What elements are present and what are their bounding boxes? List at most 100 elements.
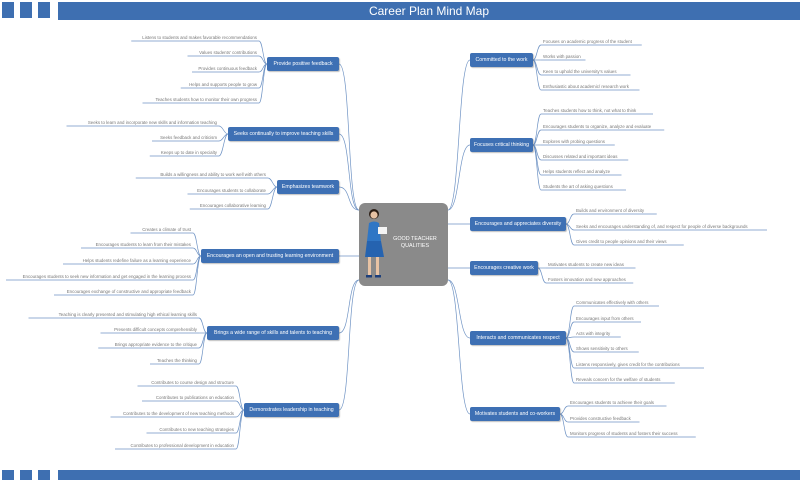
leaf-item[interactable]: Listens responsively, gives credit for t… xyxy=(576,362,680,367)
connector-line xyxy=(192,255,202,296)
bottom-bar-square xyxy=(38,470,50,480)
topic-node-right-1[interactable]: Committed to the work xyxy=(470,53,533,67)
connector-line xyxy=(338,279,360,411)
leaf-item[interactable]: Encourages students to organize, analyze… xyxy=(543,124,652,129)
connector-line xyxy=(532,144,542,191)
leaf-item[interactable]: Encourages exchange of constructive and … xyxy=(66,289,191,294)
title-bar-square xyxy=(2,2,14,18)
topic-node-left-6[interactable]: Demonstrates leadership in teaching xyxy=(244,403,339,417)
leaf-item[interactable]: Listens to students and makes favorable … xyxy=(142,35,257,40)
title-bar-square xyxy=(20,2,32,18)
connector-line xyxy=(565,223,575,246)
connector-line xyxy=(559,405,569,415)
leaf-item[interactable]: Monitors progress of students and foster… xyxy=(570,431,678,436)
leaf-item[interactable]: Encourages collaborative learning xyxy=(199,203,266,208)
title-bar-square xyxy=(38,2,50,18)
leaf-item[interactable]: Contributes to professional development … xyxy=(130,443,235,448)
connector-line xyxy=(267,186,278,210)
leaf-item[interactable]: Shows sensitivity to others xyxy=(576,346,628,351)
leaf-item[interactable]: Helps and supports people to grow xyxy=(189,82,257,87)
connector-line xyxy=(198,332,208,365)
leaf-item[interactable]: Encourages input from others xyxy=(576,316,634,321)
leaf-item[interactable]: Teaches the thinking xyxy=(156,358,197,363)
leaf-item[interactable]: Contributes to the development of new te… xyxy=(122,411,234,416)
leaf-item[interactable]: Motivates students to create new ideas xyxy=(548,262,624,267)
leaf-item[interactable]: Enthusiastic about academic/ research wo… xyxy=(543,84,629,89)
topic-node-left-5[interactable]: Brings a wide range of skills and talent… xyxy=(207,326,339,340)
leaf-item[interactable]: Creates a climate of trust xyxy=(142,227,191,232)
connector-line xyxy=(258,55,268,65)
connector-line xyxy=(537,267,547,284)
connector-line xyxy=(258,40,268,65)
leaf-item[interactable]: Seeks and encourages understanding of, a… xyxy=(576,224,748,229)
leaf-item[interactable]: Contributes to publications on education xyxy=(155,395,234,400)
topic-node-right-6[interactable]: Motivates students and co-workers xyxy=(470,407,560,421)
leaf-item[interactable]: Acts with integrity xyxy=(576,331,611,336)
connector-line xyxy=(235,400,245,411)
leaf-item[interactable]: Encourages students to learn from their … xyxy=(95,242,191,247)
leaf-item[interactable]: Fosters innovation and new approaches xyxy=(548,277,626,282)
leaf-item[interactable]: Communicates effectively with others xyxy=(576,300,649,305)
topic-node-right-2[interactable]: Focuses critical thinking xyxy=(470,138,533,152)
leaf-item[interactable]: Keeps up to date in specialty xyxy=(160,150,217,155)
leaf-item[interactable]: Presents difficult concepts comprehensib… xyxy=(114,327,197,332)
leaf-item[interactable]: Seeks to learn and incorporate new skill… xyxy=(87,120,217,125)
leaf-item[interactable]: Teaches students how to monitor their ow… xyxy=(155,97,257,102)
leaf-item[interactable]: Encourages students to seek new informat… xyxy=(22,274,191,279)
bottom-bar-square xyxy=(2,470,14,480)
connector-line xyxy=(267,177,278,188)
leaf-item[interactable]: Keen to uphold the university's values xyxy=(543,69,617,74)
leaf-item[interactable]: Explores with probing questions xyxy=(543,139,605,144)
connector-line xyxy=(532,129,542,146)
leaf-item[interactable]: Provides constructive feedback xyxy=(570,416,631,421)
leaf-item[interactable]: Brings appropriate evidence to the criti… xyxy=(114,342,197,347)
connector-line xyxy=(447,59,471,211)
connector-line xyxy=(565,213,575,225)
leaf-item[interactable]: Seeks feedback and criticism xyxy=(160,135,217,140)
topic-node-right-4[interactable]: Encourages creative work xyxy=(470,261,538,275)
connector-line xyxy=(218,133,229,157)
bottom-band xyxy=(58,470,800,480)
topic-node-left-2[interactable]: Seeks continually to improve teaching sk… xyxy=(228,127,339,141)
leaf-item[interactable]: Works with passion xyxy=(543,54,581,59)
connector-line xyxy=(565,305,575,339)
leaf-item[interactable]: Teaching is clearly presented and stimul… xyxy=(58,312,197,317)
connector-line xyxy=(235,385,245,411)
leaf-item[interactable]: Encourages students to achieve their goa… xyxy=(570,400,654,405)
connector-line xyxy=(559,413,569,438)
leaf-item[interactable]: Gives credit to people opinions and thei… xyxy=(576,239,667,244)
connector-line xyxy=(198,317,208,334)
leaf-item[interactable]: Contributes to course design and structu… xyxy=(151,380,234,385)
leaf-item[interactable]: Helps students reflect and analyze xyxy=(543,169,611,174)
connector-line xyxy=(198,332,208,349)
leaf-item[interactable]: Helps students redefine failure as a lea… xyxy=(82,258,191,263)
connector-line xyxy=(235,409,245,450)
bottom-bar xyxy=(0,470,800,480)
teacher-illustration-icon xyxy=(365,209,387,278)
topic-node-right-3[interactable]: Encourages and appreciates diversity xyxy=(470,217,566,231)
leaf-item[interactable]: Reveals concern for the welfare of stude… xyxy=(576,377,661,382)
leaf-item[interactable]: Builds and environment of diversity xyxy=(576,208,645,213)
leaf-item[interactable]: Students the art of asking questions xyxy=(543,184,613,189)
topic-node-left-4[interactable]: Encourages an open and trusting learning… xyxy=(201,249,339,263)
title-bar: Career Plan Mind Map xyxy=(0,0,800,20)
leaf-item[interactable]: Discusses related and important ideas xyxy=(543,154,618,159)
connector-line xyxy=(447,279,471,415)
topic-node-right-5[interactable]: Interacts and communicates respect xyxy=(470,331,566,345)
leaf-item[interactable]: Encourages students to collaborate xyxy=(197,188,266,193)
connector-line xyxy=(447,279,471,339)
leaf-item[interactable]: Provides continuous feedback xyxy=(198,66,257,71)
leaf-item[interactable]: Focuses on academic progress of the stud… xyxy=(543,39,632,44)
connector-line xyxy=(532,59,542,91)
connector-line xyxy=(532,44,542,61)
connector-line xyxy=(218,125,229,135)
topic-node-left-3[interactable]: Emphasizes teamwork xyxy=(277,180,339,194)
connector-line xyxy=(338,186,360,211)
leaf-item[interactable]: Values students' contributions xyxy=(199,50,257,55)
leaf-item[interactable]: Teaches students how to think, not what … xyxy=(543,108,637,113)
leaf-item[interactable]: Contributes to new teaching strategies xyxy=(159,427,234,432)
topic-node-left-1[interactable]: Provide positive feedback xyxy=(267,57,339,71)
connector-line xyxy=(192,247,202,257)
leaf-item[interactable]: Builds a willingness and ability to work… xyxy=(160,172,266,177)
